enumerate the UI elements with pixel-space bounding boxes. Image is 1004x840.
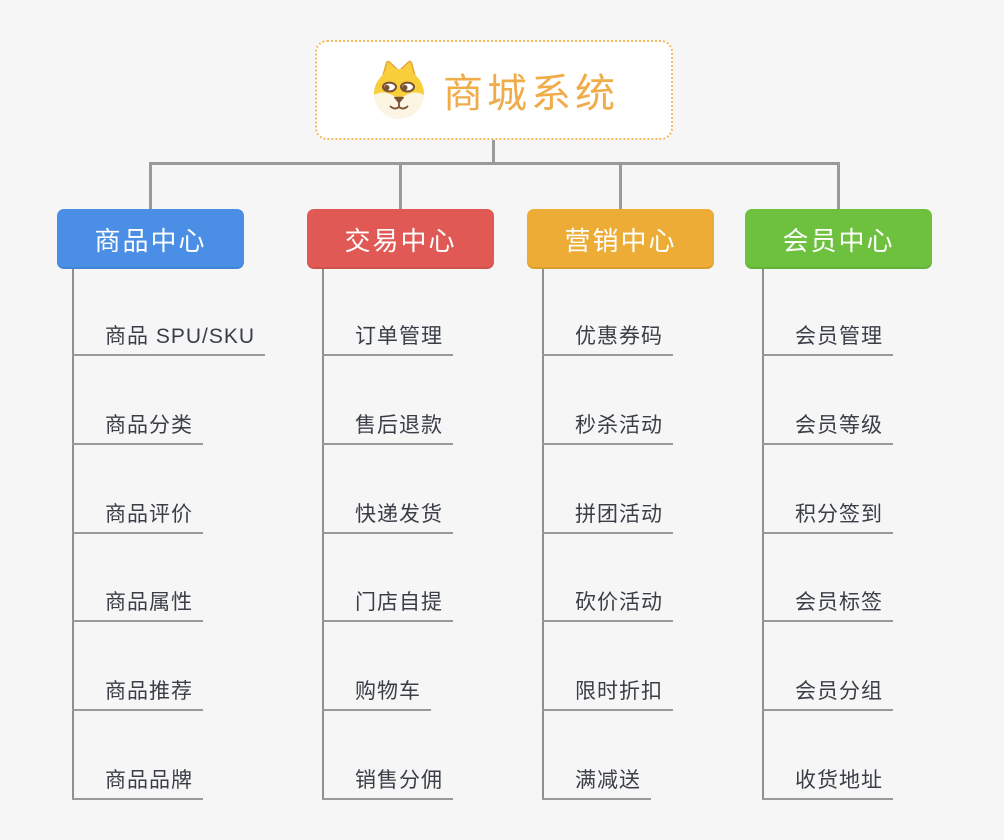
subtopic-item[interactable]: 会员管理 — [762, 324, 893, 356]
child-connector-line — [72, 269, 74, 800]
subtopic-item[interactable]: 商品推荐 — [72, 679, 203, 711]
root-topic-label: 商城系统 — [443, 72, 619, 116]
subtopic-item[interactable]: 商品属性 — [72, 590, 203, 622]
root-topic[interactable]: 商城系统 — [315, 40, 673, 140]
subtopic-item[interactable]: 会员分组 — [762, 679, 893, 711]
subtopic-item[interactable]: 销售分佣 — [322, 768, 453, 800]
child-connector-line — [762, 269, 764, 800]
subtopic-item[interactable]: 售后退款 — [322, 413, 453, 445]
subtopic-item[interactable]: 限时折扣 — [542, 679, 673, 711]
subtopic-item[interactable]: 门店自提 — [322, 590, 453, 622]
branch-topic-label: 营销中心 — [564, 225, 677, 256]
branch-topic-trade-center[interactable]: 交易中心 — [307, 209, 494, 269]
subtopic-item[interactable]: 会员等级 — [762, 413, 893, 445]
branch-topic-product-center[interactable]: 商品中心 — [57, 209, 244, 269]
child-connector-line — [542, 269, 544, 800]
subtopic-item[interactable]: 购物车 — [322, 679, 431, 711]
branch-topic-label: 会员中心 — [782, 225, 895, 256]
subtopic-item[interactable]: 拼团活动 — [542, 502, 673, 534]
subtopic-item[interactable]: 积分签到 — [762, 502, 893, 534]
subtopic-item[interactable]: 砍价活动 — [542, 590, 673, 622]
subtopic-item[interactable]: 订单管理 — [322, 324, 453, 356]
branch-drop-connector — [619, 162, 622, 209]
subtopic-item[interactable]: 会员标签 — [762, 590, 893, 622]
child-connector-line — [322, 269, 324, 800]
subtopic-item[interactable]: 快递发货 — [322, 502, 453, 534]
branch-topic-label: 商品中心 — [94, 225, 207, 256]
subtopic-item[interactable]: 收货地址 — [762, 768, 893, 800]
branch-drop-connector — [837, 162, 840, 209]
branch-drop-connector — [149, 162, 152, 209]
trunk-connector — [149, 162, 840, 165]
dog-face-icon — [374, 60, 424, 119]
subtopic-item[interactable]: 满减送 — [542, 768, 651, 800]
branch-topic-label: 交易中心 — [344, 225, 457, 256]
branch-drop-connector — [399, 162, 402, 209]
subtopic-item[interactable]: 商品分类 — [72, 413, 203, 445]
branch-topic-marketing-center[interactable]: 营销中心 — [527, 209, 714, 269]
subtopic-item[interactable]: 商品 SPU/SKU — [72, 324, 266, 356]
subtopic-item[interactable]: 商品品牌 — [72, 768, 203, 800]
subtopic-item[interactable]: 秒杀活动 — [542, 413, 673, 445]
subtopic-item[interactable]: 优惠券码 — [542, 324, 673, 356]
branch-topic-member-center[interactable]: 会员中心 — [745, 209, 932, 269]
root-stem-connector — [492, 140, 495, 164]
subtopic-item[interactable]: 商品评价 — [72, 502, 203, 534]
